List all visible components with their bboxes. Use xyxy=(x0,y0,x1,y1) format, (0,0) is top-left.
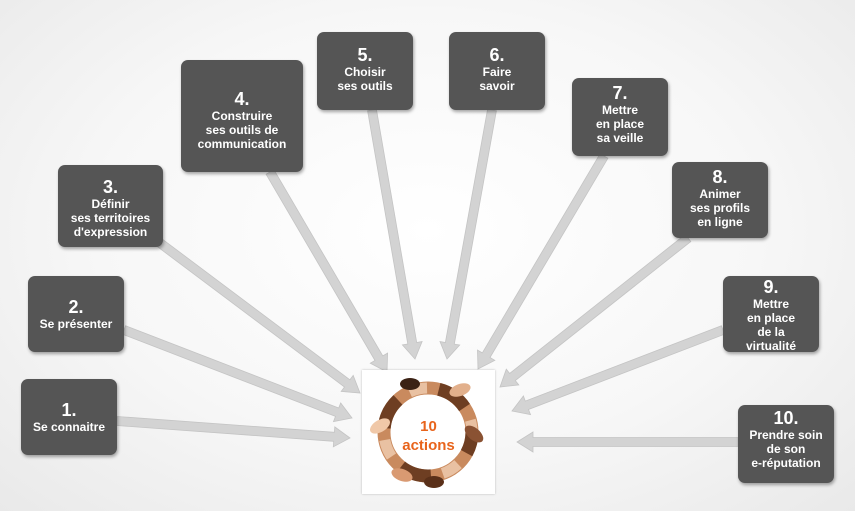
action-number-1: 1. xyxy=(61,400,77,420)
action-number-7: 7. xyxy=(612,83,628,103)
action-box-1: 1. Se connaitre xyxy=(21,379,117,455)
action-box-2: 2. Se présenter xyxy=(28,276,124,352)
arrow-9 xyxy=(511,325,726,416)
action-number-3: 3. xyxy=(102,177,118,197)
arrow-2 xyxy=(121,325,353,423)
action-number-9: 9. xyxy=(763,277,779,297)
action-label-2: Se présenter xyxy=(39,317,113,331)
action-number-5: 5. xyxy=(357,45,373,65)
action-number-6: 6. xyxy=(489,45,505,65)
action-label-1: Se connaitre xyxy=(32,420,106,434)
action-number-4: 4. xyxy=(234,89,250,109)
hands-circle-illustration xyxy=(370,378,484,488)
action-number-10: 10. xyxy=(773,408,799,428)
center-number: 10 xyxy=(420,418,437,435)
arrow-4 xyxy=(265,169,389,373)
center-image-hands-circle: 10 actions xyxy=(362,370,495,494)
arrow-10 xyxy=(516,431,739,453)
center-label: 10 actions xyxy=(362,417,495,455)
center-word: actions xyxy=(402,437,455,454)
arrow-7 xyxy=(477,153,609,370)
arrow-5 xyxy=(367,108,423,360)
arrow-8 xyxy=(499,233,692,388)
arrow-1 xyxy=(116,416,351,448)
action-number-2: 2. xyxy=(68,297,84,317)
arrow-3 xyxy=(156,238,361,394)
arrow-6 xyxy=(439,108,497,360)
action-number-8: 8. xyxy=(712,167,728,187)
